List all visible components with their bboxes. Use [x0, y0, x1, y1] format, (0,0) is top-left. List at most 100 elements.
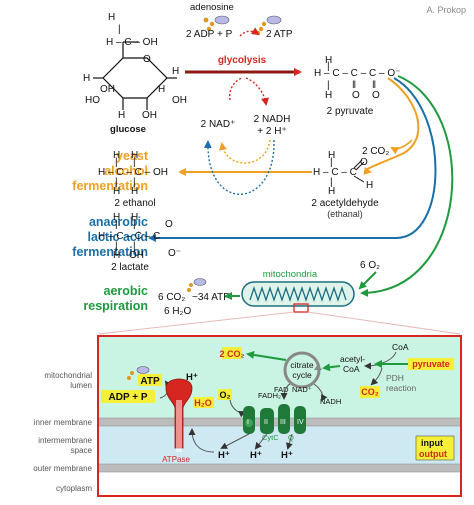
svg-text:|: | [115, 157, 118, 168]
svg-text:OH: OH [172, 95, 187, 106]
svg-text:|: | [115, 219, 118, 230]
pyruvate-to-acetaldehyde-arrow [363, 77, 420, 175]
pyruvate-to-lactate-arrow [148, 77, 437, 242]
region-intermembrane-2: space [71, 446, 93, 455]
inset-o2-label: O₂ [220, 390, 231, 400]
svg-text:H: H [131, 150, 138, 161]
lactic-title-line3: fermentation [72, 245, 148, 259]
svg-text:|: | [327, 61, 330, 72]
proton-pump-arrow-3 [286, 433, 293, 450]
aerobic-atp-icon [187, 278, 207, 292]
nadh-regeneration-blue-arrow [203, 139, 275, 195]
nadh-label-inset: NADH [320, 397, 341, 406]
nadh-formation-arrow [245, 77, 269, 106]
h-plus-label: + 2 H⁺ [257, 126, 286, 137]
region-lumen-2: lumen [70, 381, 92, 390]
pdh-co2-arrow [370, 367, 383, 386]
complex-label-1: I [247, 419, 249, 426]
svg-text:|: | [327, 80, 330, 91]
inset-pyruvate-label: pyruvate [412, 359, 450, 369]
o2-label: 6 O₂ [360, 260, 380, 271]
legend-output: output [419, 449, 447, 459]
svg-text:|: | [330, 177, 333, 188]
nad-reduction-arrow [228, 77, 243, 101]
atp-label: 2 ATP [266, 29, 293, 40]
cytc-label: CytC [262, 433, 279, 442]
inset-co2-right-label: CO₂ [361, 387, 379, 397]
proton-pump-arrow-2 [254, 433, 268, 450]
complex-label-4: IV [297, 419, 304, 426]
svg-text:H: H [172, 66, 179, 77]
aerobic-title-line2: respiration [83, 299, 148, 313]
lactic-title-line1: anaerobic [89, 215, 148, 229]
acetyl-coa-1: acetyl- [340, 354, 365, 364]
svg-text:H: H [131, 186, 138, 197]
svg-text:|: | [330, 157, 333, 168]
inset-h-plus-2: H⁺ [250, 450, 262, 461]
region-labels: mitochondrial lumen inner membrane inter… [33, 371, 92, 493]
svg-text:OH: OH [142, 110, 157, 121]
inset-h2o-label: H₂O [194, 398, 212, 408]
pyruvate-to-mitochondria-arrow [360, 75, 454, 297]
coa-label: CoA [392, 342, 409, 352]
pyruvate-label: 2 pyruvate [327, 106, 374, 117]
inset-pyruvate-box [408, 358, 454, 370]
complex-label-2: II [264, 419, 268, 426]
glucose-label: glucose [110, 124, 146, 135]
acetyl-to-cycle-arrow [322, 363, 341, 372]
svg-text:|: | [133, 219, 136, 230]
inset-co2-right-box [360, 386, 380, 398]
svg-text:|: | [133, 177, 136, 188]
acetaldehyde-label: 2 acetyldehyde [311, 198, 379, 209]
svg-text:H: H [113, 250, 120, 261]
inset-adp-label: ADP + P [109, 392, 148, 403]
mitochondria-label: mitochondria [263, 269, 318, 280]
svg-text:H: H [113, 150, 120, 161]
svg-text:H – C – OH: H – C – OH [106, 37, 158, 48]
svg-text:O: O [372, 90, 380, 101]
svg-text:OH: OH [100, 84, 115, 95]
glycolysis-label: glycolysis [218, 55, 267, 66]
fad-label: FAD [274, 385, 289, 394]
yeast-title-line1: yeast [116, 149, 149, 163]
glucose-structure [93, 41, 177, 110]
svg-text:H – C – C – C – O⁻: H – C – C – C – O⁻ [314, 68, 400, 79]
svg-text:O: O [165, 219, 173, 230]
mitochondrion-icon [241, 281, 355, 313]
inset-co2-label: 2 CO₂ [219, 349, 244, 359]
inset-co2-box [222, 347, 242, 359]
svg-text:HO: HO [85, 95, 100, 106]
region-inner-membrane: inner membrane [34, 418, 93, 427]
cycle-to-nadh-arrow [313, 383, 328, 402]
region-lumen-1: mitochondrial [44, 371, 92, 380]
o2-to-complex-arrow [229, 399, 246, 418]
acetaldehyde-structure: H | H – C – C | H O H [313, 150, 373, 197]
svg-text:O: O [352, 90, 360, 101]
svg-text:H – C – C – OH: H – C – C – OH [98, 167, 168, 178]
o2-input-arrow [358, 271, 377, 290]
svg-text:H: H [328, 186, 335, 197]
svg-text:|: | [133, 157, 136, 168]
atpase-icon [165, 378, 193, 452]
svg-text:H: H [158, 84, 165, 95]
ethanal-label: (ethanal) [327, 209, 363, 219]
yeast-title-line2: alcohol [104, 164, 148, 178]
co2-product-label: 6 CO₂ [158, 292, 185, 303]
svg-text:H: H [328, 150, 335, 161]
co2-release-arrow [390, 139, 413, 155]
co2-label: 2 CO₂ [362, 146, 389, 157]
citrate-label-1: citrate [290, 360, 313, 370]
co2-from-cycle-arrow [246, 350, 287, 361]
nad-label: 2 NAD⁺ [201, 119, 236, 130]
pyruvate-structure: H – C – C – C – O⁻ H | | H ‖ O ‖ O [314, 55, 400, 101]
inset-atp-icon [127, 366, 150, 380]
pdh-label-2: reaction [386, 383, 417, 393]
inset-h-plus-top: H⁺ [186, 372, 198, 383]
proton-pump-arrow-1 [220, 433, 250, 449]
nadh-label: 2 NADH [254, 114, 291, 125]
svg-text:H: H [113, 212, 120, 223]
svg-text:|: | [133, 241, 136, 252]
